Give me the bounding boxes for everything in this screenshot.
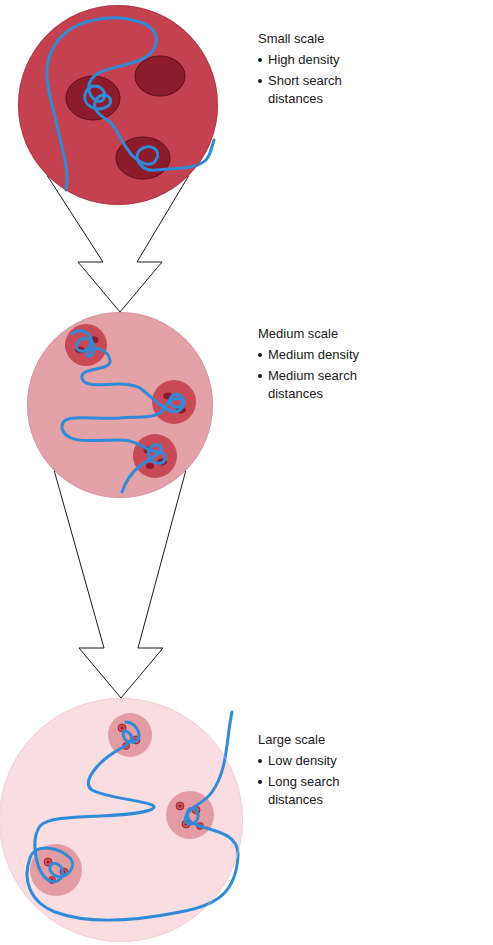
- circle-outline: [0, 698, 243, 942]
- bullet-dot: [258, 759, 262, 763]
- bullet-text: Long search distances: [268, 773, 383, 809]
- prey-item: [146, 463, 154, 469]
- scale-description: Medium scaleMedium densityMedium search …: [258, 325, 383, 403]
- habitat-circle: [27, 312, 213, 498]
- zoom-arrow: [54, 471, 186, 698]
- bullet-dot: [258, 58, 262, 62]
- circle-border: [28, 313, 213, 498]
- bullet-item: Long search distances: [258, 773, 383, 809]
- bullet-item: Short search distances: [258, 72, 383, 108]
- scale-heading: Small scale: [258, 30, 383, 48]
- bullet-item: Medium density: [258, 346, 383, 364]
- resource-patch: [65, 324, 107, 366]
- scale-heading: Large scale: [258, 731, 383, 749]
- circle-border: [19, 6, 218, 205]
- search-path: [47, 18, 214, 190]
- bullet-text: High density: [268, 51, 383, 69]
- circle-outline: [18, 5, 218, 205]
- bullet-text: Medium search distances: [268, 367, 383, 403]
- scale-circle: Small scaleHigh densityShort search dist…: [18, 5, 218, 205]
- search-path: [62, 331, 184, 492]
- bullet-dot: [258, 780, 262, 784]
- resource-patch: [30, 844, 82, 896]
- bullet-item: High density: [258, 51, 383, 69]
- search-path: [27, 712, 238, 920]
- bullet-text: Short search distances: [268, 72, 383, 108]
- scale-circle: Medium scaleMedium densityMedium search …: [27, 312, 213, 498]
- scale-heading: Medium scale: [258, 325, 383, 343]
- scale-description: Large scaleLow densityLong search distan…: [258, 731, 383, 809]
- bullet-dot: [258, 353, 262, 357]
- scale-description: Small scaleHigh densityShort search dist…: [258, 30, 383, 108]
- habitat-circle: [0, 698, 243, 942]
- circle-outline: [27, 312, 213, 498]
- circle-border: [0, 699, 243, 942]
- bullet-text: Low density: [268, 752, 383, 770]
- scale-circle: Large scaleLow densityLong search distan…: [0, 698, 243, 942]
- resource-patch: [135, 56, 185, 96]
- habitat-circle: [18, 5, 218, 205]
- bullet-item: Medium search distances: [258, 367, 383, 403]
- bullet-dot: [258, 79, 262, 83]
- bullet-dot: [258, 374, 262, 378]
- bullet-item: Low density: [258, 752, 383, 770]
- bullet-text: Medium density: [268, 346, 383, 364]
